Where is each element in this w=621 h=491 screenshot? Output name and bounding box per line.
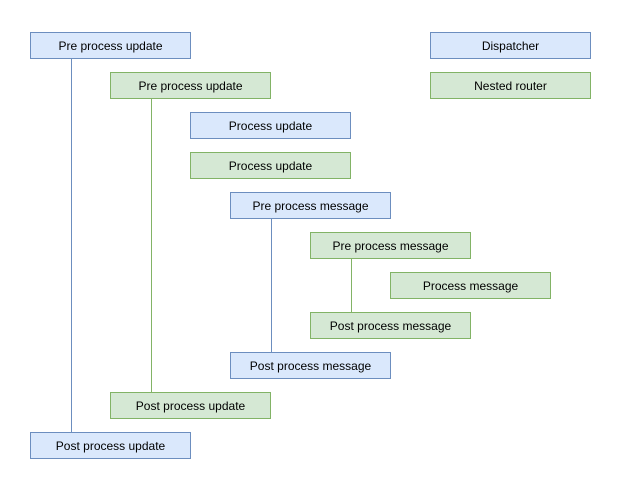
node-process-message-nested-router[interactable]: Process message bbox=[390, 272, 551, 299]
node-post-process-update-dispatcher[interactable]: Post process update bbox=[30, 432, 191, 459]
node-process-update-nested-router[interactable]: Process update bbox=[190, 152, 351, 179]
node-process-update-dispatcher[interactable]: Process update bbox=[190, 112, 351, 139]
node-post-process-message-nested-router[interactable]: Post process message bbox=[310, 312, 471, 339]
node-pre-process-message-dispatcher[interactable]: Pre process message bbox=[230, 192, 391, 219]
node-pre-process-update-nested-router[interactable]: Pre process update bbox=[110, 72, 271, 99]
node-legend-nested-router[interactable]: Nested router bbox=[430, 72, 591, 99]
connector-nested-router-update-lifeline bbox=[151, 99, 152, 392]
node-pre-process-message-nested-router[interactable]: Pre process message bbox=[310, 232, 471, 259]
connector-dispatcher-update-lifeline bbox=[71, 59, 72, 432]
node-post-process-update-nested-router[interactable]: Post process update bbox=[110, 392, 271, 419]
node-pre-process-update-dispatcher[interactable]: Pre process update bbox=[30, 32, 191, 59]
node-legend-dispatcher[interactable]: Dispatcher bbox=[430, 32, 591, 59]
connector-dispatcher-message-lifeline bbox=[271, 219, 272, 352]
connector-nested-router-message-lifeline bbox=[351, 259, 352, 312]
node-post-process-message-dispatcher[interactable]: Post process message bbox=[230, 352, 391, 379]
